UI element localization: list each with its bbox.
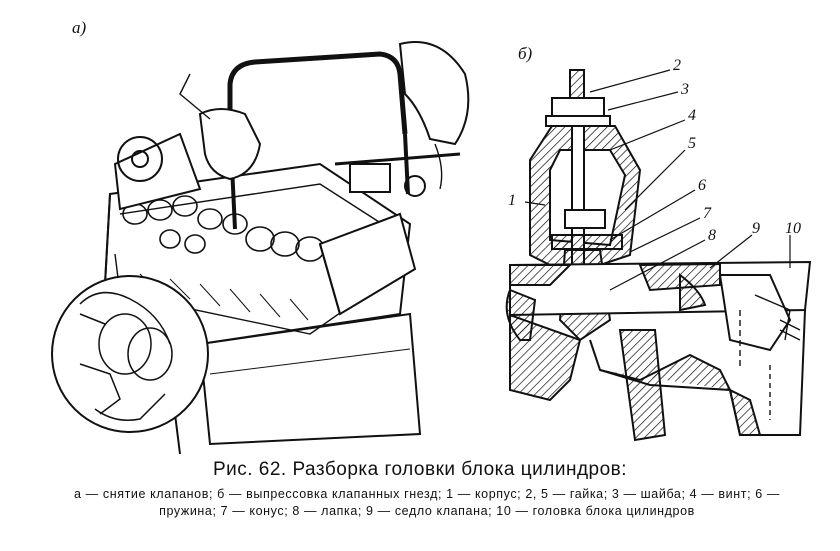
callout-4: 4 (688, 107, 696, 124)
callout-labels: 1 2 3 4 5 6 7 8 9 10 (508, 57, 801, 244)
valve-seat-press-illustration: 1 2 3 4 5 6 7 8 9 10 (505, 57, 812, 442)
callout-7: 7 (703, 205, 712, 222)
callout-8: 8 (708, 227, 716, 244)
callout-6: 6 (698, 177, 706, 194)
valve-removal-illustration (51, 41, 470, 454)
figure-caption-body: а — снятие клапанов; б — выпрессовка кла… (74, 487, 780, 518)
callout-10: 10 (785, 220, 801, 237)
callout-1: 1 (508, 192, 516, 209)
figure-caption-title: Рис. 62. Разборка головки блока цилиндро… (212, 459, 628, 480)
panel-b-label: б) (518, 44, 533, 63)
callout-2: 2 (673, 57, 681, 74)
panel-a-label: а) (72, 18, 87, 37)
callout-3: 3 (680, 81, 689, 98)
callout-9: 9 (752, 220, 760, 237)
callout-5: 5 (688, 135, 696, 152)
